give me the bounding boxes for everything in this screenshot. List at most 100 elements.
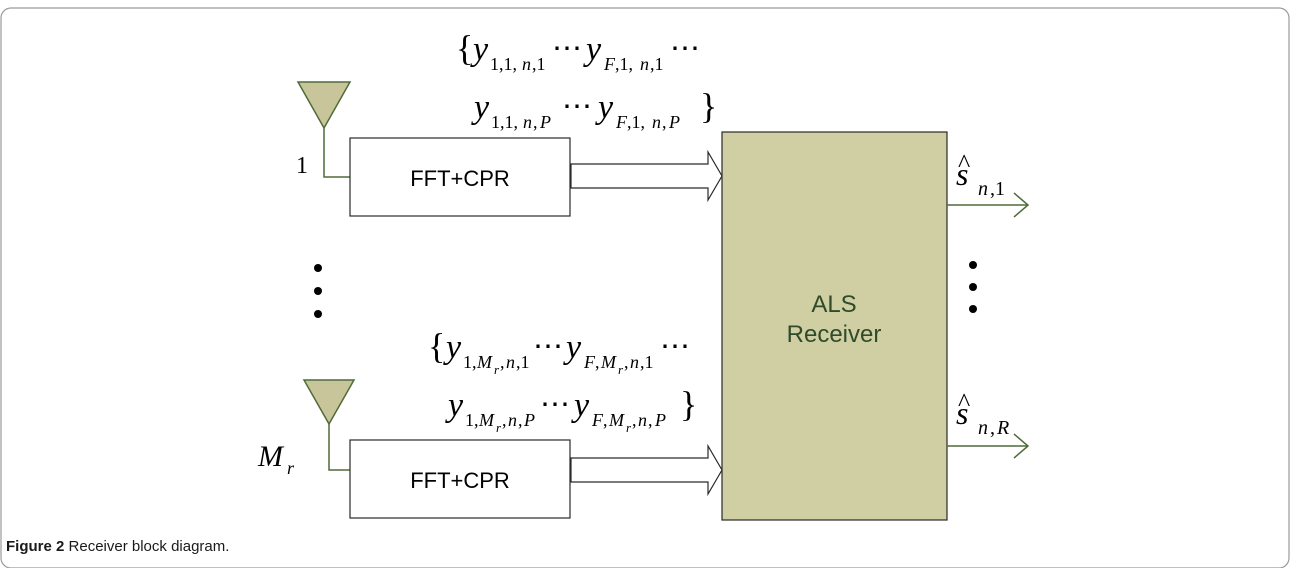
svg-text:F: F <box>583 352 596 372</box>
svg-text:⋯: ⋯ <box>562 90 592 123</box>
figure-caption: Figure 2 Receiver block diagram. <box>6 538 229 555</box>
svg-text:y: y <box>445 387 464 424</box>
fft-cpr-block-top <box>349 137 571 217</box>
svg-text:M: M <box>478 410 495 430</box>
svg-text:,: , <box>533 112 538 132</box>
antenna-1-icon <box>296 81 352 130</box>
svg-text:1,1,: 1,1, <box>491 112 518 132</box>
svg-text:n: n <box>978 417 988 439</box>
als-receiver-block <box>721 131 948 521</box>
svg-text:,: , <box>990 417 995 439</box>
svg-text:n: n <box>522 54 531 74</box>
svg-text:{: { <box>456 28 473 68</box>
svg-text:,: , <box>632 410 637 430</box>
svg-text:⋯: ⋯ <box>552 32 582 65</box>
svg-text:1,: 1, <box>463 352 477 372</box>
svg-text:n: n <box>978 178 988 200</box>
svg-text:s: s <box>956 395 968 431</box>
svg-text:n: n <box>630 352 639 372</box>
svg-text:⋯: ⋯ <box>533 330 563 363</box>
figure-caption-text: Receiver block diagram. <box>68 538 230 555</box>
svg-text:F: F <box>591 410 604 430</box>
svg-text:M: M <box>608 410 625 430</box>
svg-text:y: y <box>571 387 590 424</box>
svg-text:M: M <box>257 440 285 473</box>
svg-text:y: y <box>583 31 602 68</box>
data-arrow-bottom <box>570 443 723 497</box>
svg-text:^: ^ <box>958 149 970 178</box>
svg-text:n: n <box>638 410 647 430</box>
svg-text:P: P <box>539 112 551 132</box>
svg-text:}: } <box>700 86 717 126</box>
svg-text:^: ^ <box>958 388 970 417</box>
svg-text:y: y <box>471 89 490 126</box>
svg-text:,: , <box>595 352 600 372</box>
svg-text:{: { <box>428 326 445 366</box>
svg-text:n: n <box>640 54 649 74</box>
svg-text:r: r <box>618 362 624 377</box>
svg-text:,1: ,1 <box>650 54 664 74</box>
output-arrow-1 <box>947 192 1030 218</box>
svg-text:y: y <box>595 89 614 126</box>
svg-text:}: } <box>680 384 697 424</box>
svg-text:y: y <box>563 329 582 366</box>
antenna-ellipsis <box>314 264 322 318</box>
svg-text:,: , <box>624 352 629 372</box>
svg-text:n: n <box>652 112 661 132</box>
output-ellipsis <box>969 261 977 313</box>
svg-text:s: s <box>956 156 968 192</box>
antenna-1-index: 1 <box>296 153 308 179</box>
svg-text:,1: ,1 <box>516 352 530 372</box>
svg-text:M: M <box>476 352 493 372</box>
figure-caption-label: Figure 2 <box>6 538 65 555</box>
svg-text:⋯: ⋯ <box>540 388 570 421</box>
svg-text:M: M <box>600 352 617 372</box>
svg-text:P: P <box>668 112 680 132</box>
svg-text:r: r <box>496 420 502 435</box>
svg-text:n: n <box>508 410 517 430</box>
svg-text:n: n <box>523 112 532 132</box>
als-receiver-label-line1: ALS <box>811 291 856 318</box>
top-signal-set-label: { y 1,1, n ,1 ⋯ y F ,1, n ,1 ⋯ y 1,1, n … <box>456 28 717 132</box>
svg-text:,: , <box>603 410 608 430</box>
svg-text:,: , <box>518 410 523 430</box>
svg-text:,: , <box>648 410 653 430</box>
svg-text:,1: ,1 <box>532 54 546 74</box>
svg-text:,1: ,1 <box>640 352 654 372</box>
fft-cpr-label-top: FFT+CPR <box>410 166 510 191</box>
svg-text:y: y <box>470 31 489 68</box>
svg-text:1,1,: 1,1, <box>490 54 517 74</box>
svg-text:1,: 1, <box>465 410 479 430</box>
svg-text:F: F <box>603 54 616 74</box>
svg-text:r: r <box>287 458 295 478</box>
figure-border <box>0 7 1290 568</box>
als-receiver-label-line2: Receiver <box>787 321 882 348</box>
svg-text:P: P <box>523 410 535 430</box>
data-arrow-top <box>570 149 723 203</box>
fft-cpr-label-bottom: FFT+CPR <box>410 468 510 493</box>
antenna-mr-index: M r <box>257 440 295 478</box>
svg-text:,: , <box>500 352 505 372</box>
svg-text:r: r <box>626 420 632 435</box>
svg-text:,: , <box>662 112 667 132</box>
svg-text:,1: ,1 <box>990 178 1005 200</box>
svg-text:,: , <box>502 410 507 430</box>
svg-text:n: n <box>506 352 515 372</box>
output-label-1: s ^ n ,1 <box>956 149 1005 200</box>
svg-text:F: F <box>615 112 628 132</box>
output-arrow-r <box>947 433 1030 459</box>
svg-text:R: R <box>996 417 1009 439</box>
svg-text:⋯: ⋯ <box>660 330 690 363</box>
fft-cpr-block-bottom <box>349 439 571 519</box>
svg-text:,1,: ,1, <box>627 112 645 132</box>
svg-text:r: r <box>494 362 500 377</box>
svg-text:y: y <box>443 329 462 366</box>
antenna-1-feed-line <box>323 128 350 178</box>
antenna-mr-icon <box>302 379 356 426</box>
output-label-r: s ^ n , R <box>956 388 1009 439</box>
svg-text:⋯: ⋯ <box>670 32 700 65</box>
antenna-mr-feed-line <box>328 424 350 471</box>
bottom-signal-set-label: { y 1, M r , n ,1 ⋯ y F , M r , n ,1 ⋯ y… <box>428 326 697 435</box>
